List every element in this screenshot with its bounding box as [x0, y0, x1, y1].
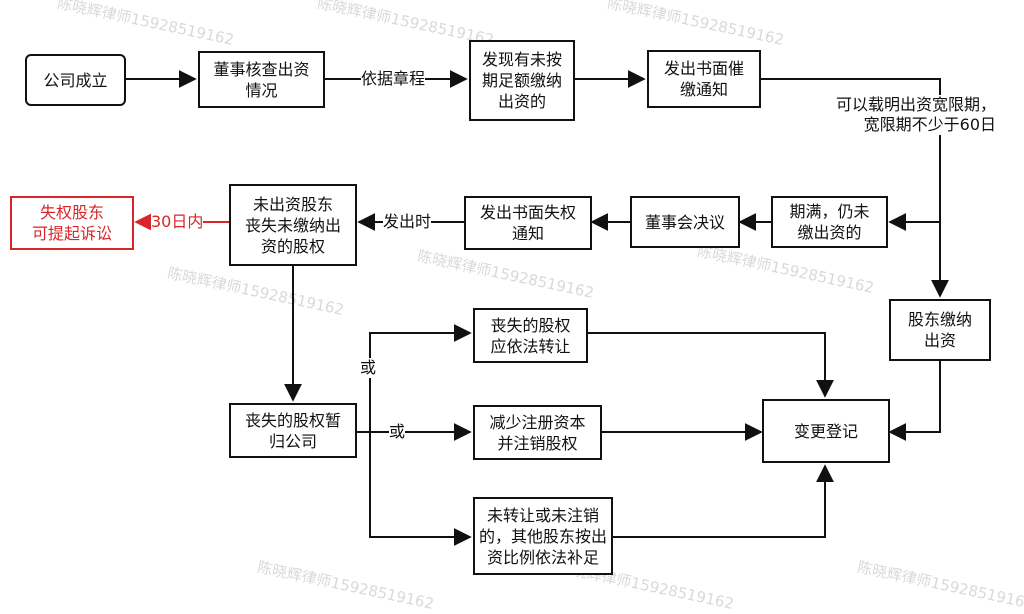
label-per-articles: 依据章程 — [361, 69, 426, 89]
label-or-mid: 或 — [389, 422, 406, 442]
box-company-founded: 公司成立 — [25, 54, 126, 106]
label-or-top: 或 — [360, 358, 377, 378]
box-board-resolution: 董事会决议 — [630, 196, 740, 248]
box-reduce-capital: 减少注册资本 并注销股权 — [473, 405, 602, 460]
box-others-pay: 未转让或未注销 的，其他股东按出 资比例依法补足 — [473, 497, 613, 575]
box-lose-equity: 未出资股东 丧失未缴纳出 资的股权 — [229, 184, 357, 266]
box-lawsuit: 失权股东 可提起诉讼 — [10, 196, 134, 250]
label-when-issued: 发出时 — [383, 212, 432, 232]
box-board-check: 董事核查出资 情况 — [198, 51, 325, 108]
box-shareholder-pays: 股东缴纳 出资 — [889, 299, 991, 361]
box-change-registration: 变更登记 — [762, 399, 890, 463]
box-found-unpaid: 发现有未按 期足额缴纳 出资的 — [469, 40, 575, 121]
label-within-30-days: 30日内 — [151, 212, 204, 232]
label-grace-period: 可以载明出资宽限期， 宽限期不少于60日 — [836, 95, 997, 135]
box-forfeiture-notice: 发出书面失权 通知 — [464, 196, 592, 250]
box-transfer: 丧失的股权 应依法转让 — [473, 308, 588, 363]
box-expired-unpaid: 期满，仍未 缴出资的 — [771, 196, 888, 248]
box-written-notice: 发出书面催 缴通知 — [647, 50, 761, 108]
box-temp-company: 丧失的股权暂 归公司 — [229, 403, 357, 458]
